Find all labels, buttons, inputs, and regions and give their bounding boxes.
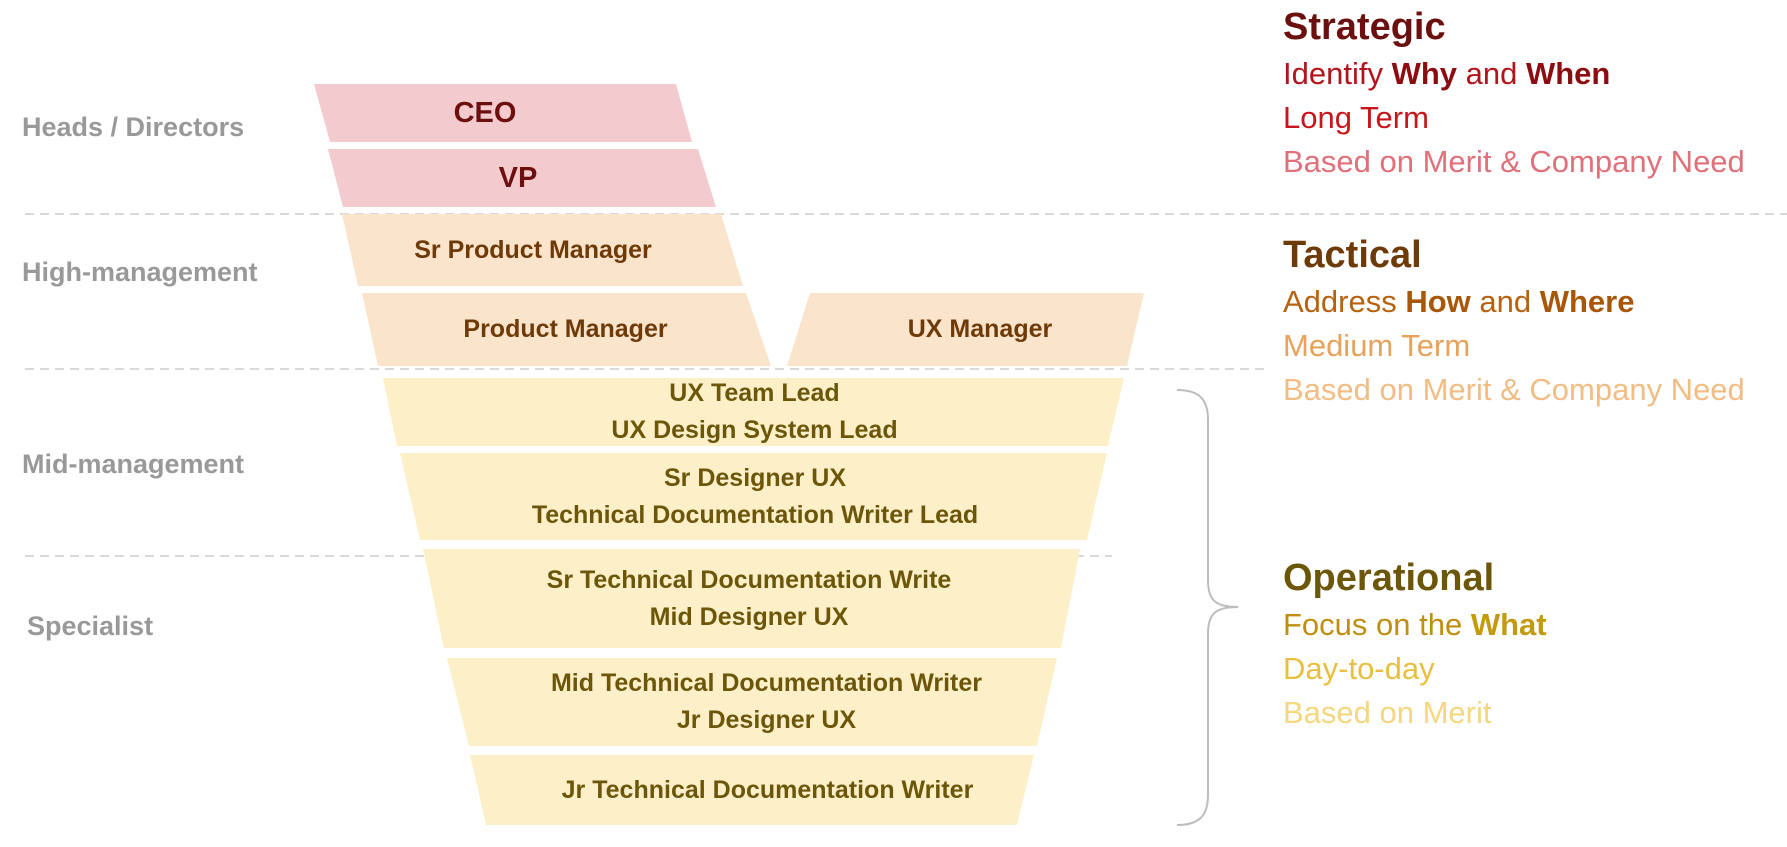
tactical-where: Where <box>1539 284 1635 319</box>
level-sr-designer-label: Sr Designer UX <box>663 463 846 492</box>
tier-label-mid: Mid-management <box>22 449 245 479</box>
level-vp-label: VP <box>498 161 538 194</box>
operational-block: Operational Focus on the What Day-to-day… <box>1283 553 1547 735</box>
tactical-line-2: Medium Term <box>1283 328 1471 363</box>
level-mid-tech-doc-label: Mid Technical Documentation Writer <box>550 669 983 697</box>
level-ux-ds-lead-label: UX Design System Lead <box>611 416 898 444</box>
level-sr-pm: Sr Product Manager <box>358 214 708 286</box>
level-sr-tech-doc: Sr Technical Documentation Write Mid Des… <box>444 549 1054 648</box>
pm-shape <box>362 293 771 366</box>
tactical-title: Tactical <box>1283 234 1422 276</box>
level-sr-tech-doc-label: Sr Technical Documentation Write <box>546 565 952 594</box>
level-ux-team-lead-label: UX Team Lead <box>669 379 840 407</box>
level-jr-designer-label: Jr Designer UX <box>676 706 857 734</box>
sr-designer-shape <box>400 453 1107 540</box>
level-ux-manager: UX Manager <box>810 293 1150 366</box>
sr-tech-doc-shape <box>423 549 1080 648</box>
tactical-l1-mid: and <box>1470 284 1540 319</box>
tactical-l1-pre: Address <box>1283 284 1406 319</box>
operational-line-1: Focus on the What <box>1283 603 1547 647</box>
tier-label-high: High-management <box>22 257 258 287</box>
level-pm-label: Product Manager <box>463 315 668 343</box>
level-pm: Product Manager <box>378 293 753 366</box>
level-tech-doc-lead-label: Technical Documentation Writer Lead <box>531 500 979 529</box>
level-mid-tech-doc: Mid Technical Documentation Writer Jr De… <box>469 658 1064 746</box>
ux-lead-shape <box>383 378 1124 446</box>
level-vp: VP <box>343 149 693 207</box>
strategic-line-2: Long Term <box>1283 100 1429 135</box>
strategic-why: Why <box>1391 56 1457 91</box>
strategic-title: Strategic <box>1283 6 1446 48</box>
ux-manager-shape <box>787 293 1144 366</box>
tactical-block: Tactical Address How and Where Medium Te… <box>1283 230 1745 412</box>
level-jr-tech-doc: Jr Technical Documentation Writer <box>486 755 1049 825</box>
tier-label-specialist: Specialist <box>27 611 154 641</box>
level-mid-designer-label: Mid Designer UX <box>649 602 849 631</box>
jr-tech-doc-shape <box>470 755 1034 825</box>
strategic-block: Strategic Identify Why and When Long Ter… <box>1283 2 1745 184</box>
level-ceo: CEO <box>330 84 640 142</box>
strategic-when: When <box>1525 56 1611 91</box>
ceo-shape <box>314 84 692 142</box>
sr-pm-shape <box>342 214 743 286</box>
operational-what: What <box>1470 607 1547 642</box>
level-sr-designer: Sr Designer UX Technical Documentation W… <box>420 453 1090 540</box>
vp-shape <box>328 149 716 207</box>
tactical-line-3: Based on Merit & Company Need <box>1283 372 1745 407</box>
tactical-how: How <box>1405 284 1471 319</box>
tactical-line-1: Address How and Where <box>1283 280 1745 324</box>
level-ux-lead: UX Team Lead UX Design System Lead <box>397 378 1112 446</box>
tier-label-heads: Heads / Directors <box>22 112 245 142</box>
strategic-line-3: Based on Merit & Company Need <box>1283 144 1745 179</box>
level-ux-manager-label: UX Manager <box>907 315 1053 343</box>
level-ceo-label: CEO <box>453 96 517 129</box>
operational-l1-pre: Focus on the <box>1283 607 1471 642</box>
mid-tech-doc-shape <box>447 658 1057 746</box>
operational-brace <box>1176 389 1239 826</box>
operational-line-3: Based on Merit <box>1283 695 1492 730</box>
operational-line-2: Day-to-day <box>1283 651 1435 686</box>
level-jr-tech-doc-label: Jr Technical Documentation Writer <box>561 775 974 804</box>
strategic-line-1: Identify Why and When <box>1283 52 1745 96</box>
operational-title: Operational <box>1283 557 1495 599</box>
strategic-l1-mid: and <box>1457 56 1526 91</box>
strategic-l1-pre: Identify <box>1283 56 1392 91</box>
level-sr-pm-label: Sr Product Manager <box>414 235 652 264</box>
